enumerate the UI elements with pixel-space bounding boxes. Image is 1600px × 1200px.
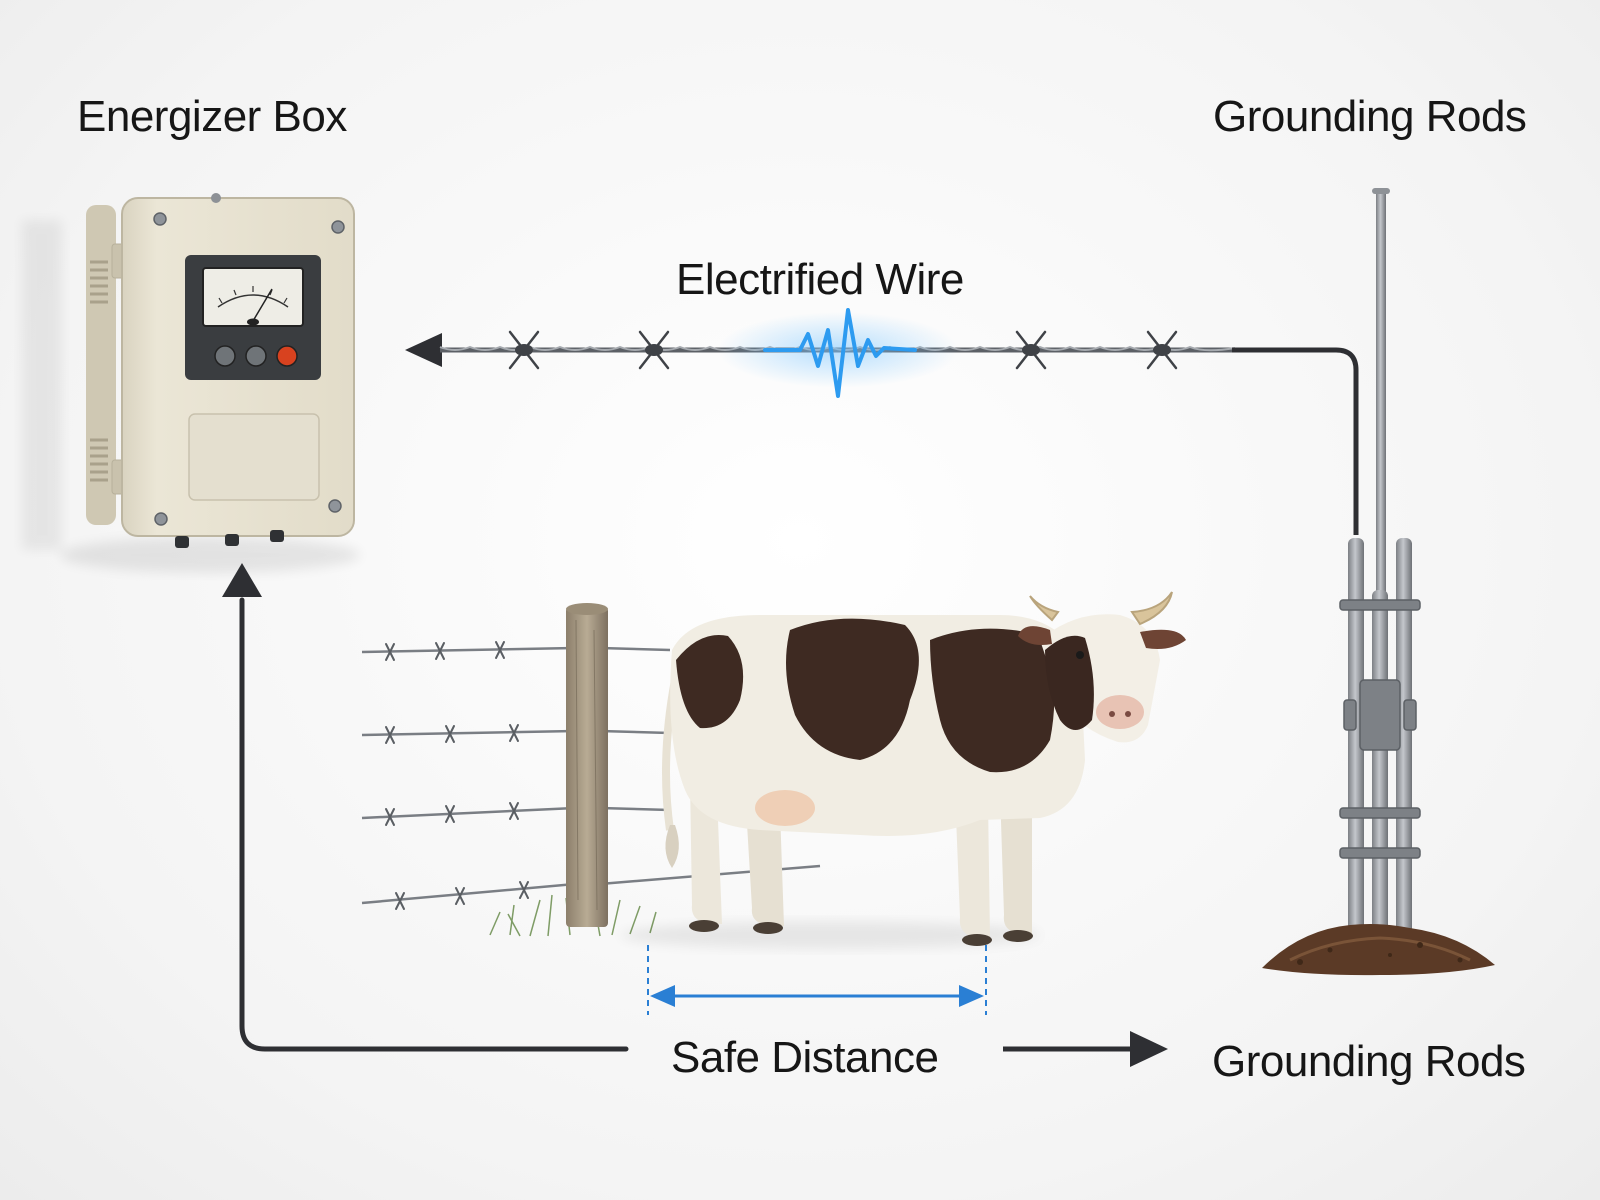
- soil-mound-icon: [1262, 924, 1495, 976]
- meter-gauge-icon: [202, 267, 304, 327]
- energizer-buttons: [214, 345, 298, 367]
- energizer-box-label: Energizer Box: [77, 92, 347, 141]
- return-path-arrow: [239, 597, 629, 1052]
- arrow-up-to-energizer: [222, 563, 262, 597]
- energizer-box-icon: [22, 193, 360, 573]
- arrow-to-ground-head: [1130, 1031, 1168, 1067]
- safe-distance-marker: [647, 945, 987, 1015]
- safe-distance-label: Safe Distance: [671, 1033, 939, 1082]
- grounding-rods-icon: [1339, 188, 1421, 950]
- grounding-rods-label-bottom: Grounding Rods: [1212, 1037, 1526, 1086]
- grounding-rods-label-top: Grounding Rods: [1213, 92, 1527, 141]
- electrified-wire-label: Electrified Wire: [676, 255, 964, 304]
- cow-illustration: [620, 591, 1186, 949]
- electric-pulse-icon: [718, 308, 958, 398]
- fence-post-icon: [361, 603, 821, 937]
